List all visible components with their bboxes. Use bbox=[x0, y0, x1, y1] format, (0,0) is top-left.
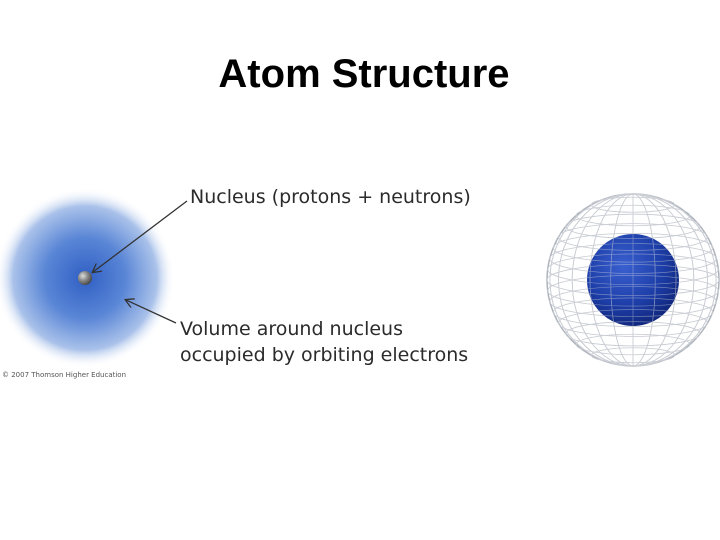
copyright-notice: © 2007 Thomson Higher Education bbox=[2, 371, 127, 379]
inner-nucleus-sphere bbox=[587, 234, 679, 326]
volume-label-line1: Volume around nucleus bbox=[180, 318, 403, 340]
page-title: Atom Structure bbox=[218, 52, 510, 96]
volume-arrow bbox=[126, 300, 177, 324]
nucleus-arrow bbox=[93, 200, 188, 272]
nucleus-dot bbox=[78, 271, 92, 285]
wireframe-atom-model bbox=[546, 193, 720, 367]
nucleus-label: Nucleus (protons + neutrons) bbox=[190, 186, 471, 208]
volume-label-line2: occupied by orbiting electrons bbox=[180, 344, 469, 366]
